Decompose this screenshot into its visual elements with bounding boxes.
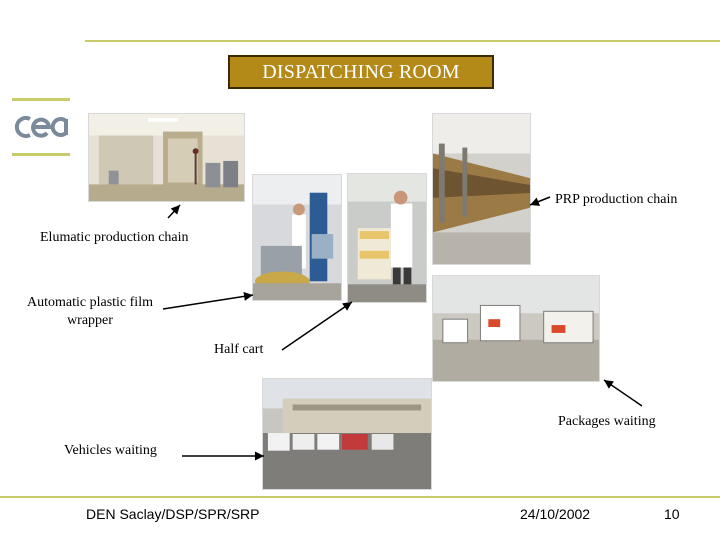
label-vehicles-waiting: Vehicles waiting [64,443,157,458]
label-prp-chain: PRP production chain [555,192,678,207]
arrow-elumatic [167,204,181,219]
footer-organization: DEN Saclay/DSP/SPR/SRP [86,506,260,522]
arrow-half-cart [281,301,353,351]
label-packages-waiting: Packages waiting [558,414,656,429]
photo-vehicles-waiting [262,378,432,490]
footer-divider [0,496,720,498]
photo-plastic-wrapper [252,174,342,301]
cea-logo-icon [14,116,68,138]
photo-elumatic-room [88,113,245,202]
cea-logo-mark [14,105,74,149]
slide-title-box: DISPATCHING ROOM [228,55,494,89]
footer-date: 24/10/2002 [520,506,591,522]
label-half-cart: Half cart [214,342,264,357]
slide-title: DISPATCHING ROOM [262,60,460,83]
photo-packages-waiting [432,275,600,382]
footer-page-number: 10 [664,506,680,522]
logo-bar-top [12,98,70,101]
logo-bar-bottom [12,153,70,156]
photo-half-cart [347,173,427,303]
arrow-packages [603,379,643,407]
label-plastic-wrapper: Automatic plastic film wrapper [27,295,153,328]
photo-prp-chain [432,113,531,265]
top-divider [85,40,720,42]
arrow-plastic-wrapper [162,291,254,310]
label-elumatic-chain: Elumatic production chain [40,230,189,245]
arrow-prp [529,196,551,206]
